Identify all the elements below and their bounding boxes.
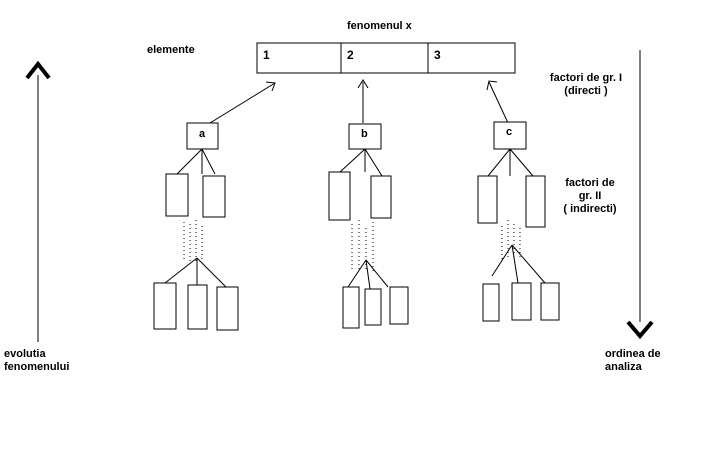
left-axis-label-line-1: evolutia <box>4 348 46 360</box>
factor-c-leaf-2 <box>511 282 532 321</box>
factor-b-sub-2 <box>370 175 392 219</box>
factor-b-leaf-2 <box>364 288 382 326</box>
group2-label-line-3: ( indirecti) <box>563 203 617 215</box>
factor-b-leaf-1 <box>342 286 360 329</box>
right-axis-label: ordinea de analiza <box>605 348 661 374</box>
branch-c3-mid <box>511 244 519 284</box>
factor-a-sub-1 <box>165 173 189 217</box>
factor-b-sub-1 <box>328 171 351 221</box>
element-cell-1: 1 <box>263 48 270 62</box>
right-axis-label-line-1: ordinea de <box>605 348 661 360</box>
diagram-title: fenomenul x <box>347 20 412 32</box>
branch-b3-right <box>365 259 389 288</box>
element-cell-3: 3 <box>434 48 441 62</box>
factor-c-leaf-1 <box>482 283 500 322</box>
element-cell-2: 2 <box>347 48 354 62</box>
group2-label-line-2: gr. II <box>578 190 602 202</box>
factor-node-b: b <box>361 128 368 140</box>
elements-label: elemente <box>147 44 195 56</box>
branch-a3-left <box>164 257 198 284</box>
branch-c3-left <box>491 244 513 277</box>
group2-label: factori de gr. II ( indirecti) <box>552 177 628 216</box>
group1-label-line-1: factori de gr. I <box>549 72 623 84</box>
left-axis-label: evolutia fenomenului <box>4 348 69 374</box>
group1-label: factori de gr. I (directi ) <box>532 72 640 98</box>
factor-c-sub-1 <box>477 175 498 224</box>
factor-a-leaf-3 <box>216 286 239 331</box>
factor-b-leaf-3 <box>389 286 409 325</box>
branch-c3-right <box>511 244 546 284</box>
branch-b-right <box>364 148 383 177</box>
factor-a-sub-2 <box>202 175 226 218</box>
evolution-axis-arrow-icon <box>25 60 51 80</box>
factor-node-a-box <box>186 122 219 150</box>
left-axis-label-line-2: fenomenului <box>4 361 70 373</box>
elements-bar <box>256 42 516 74</box>
factor-node-c: c <box>506 126 513 138</box>
arrow-a-to-1 <box>209 82 276 124</box>
right-axis-label-line-2: analiza <box>605 361 642 373</box>
branch-a3-right <box>196 257 227 288</box>
factor-node-c-box <box>493 121 527 150</box>
branch-b3-left <box>347 259 367 288</box>
arrow-c-head <box>486 80 498 91</box>
factor-a-leaf-2 <box>187 284 208 330</box>
factor-c-leaf-3 <box>540 282 560 321</box>
group2-label-line-1: factori de <box>565 177 615 189</box>
arrow-c-to-3 <box>488 81 509 124</box>
dotted-continuation <box>183 220 521 272</box>
branch-a-left <box>176 148 203 175</box>
branch-b3-mid <box>365 259 371 290</box>
branch-c-left <box>487 148 511 177</box>
factor-c-sub-2 <box>525 175 546 228</box>
factor-a-leaf-1 <box>153 282 177 330</box>
branch-b-left <box>339 148 366 173</box>
branch-a-right <box>201 148 216 175</box>
group1-label-line-2: (directi ) <box>564 85 608 97</box>
factor-node-a: a <box>199 128 206 140</box>
arrow-a-head <box>265 81 276 92</box>
analysis-axis-arrow-icon <box>626 320 654 340</box>
arrow-b-head <box>357 79 369 89</box>
branch-c-right <box>509 148 534 177</box>
